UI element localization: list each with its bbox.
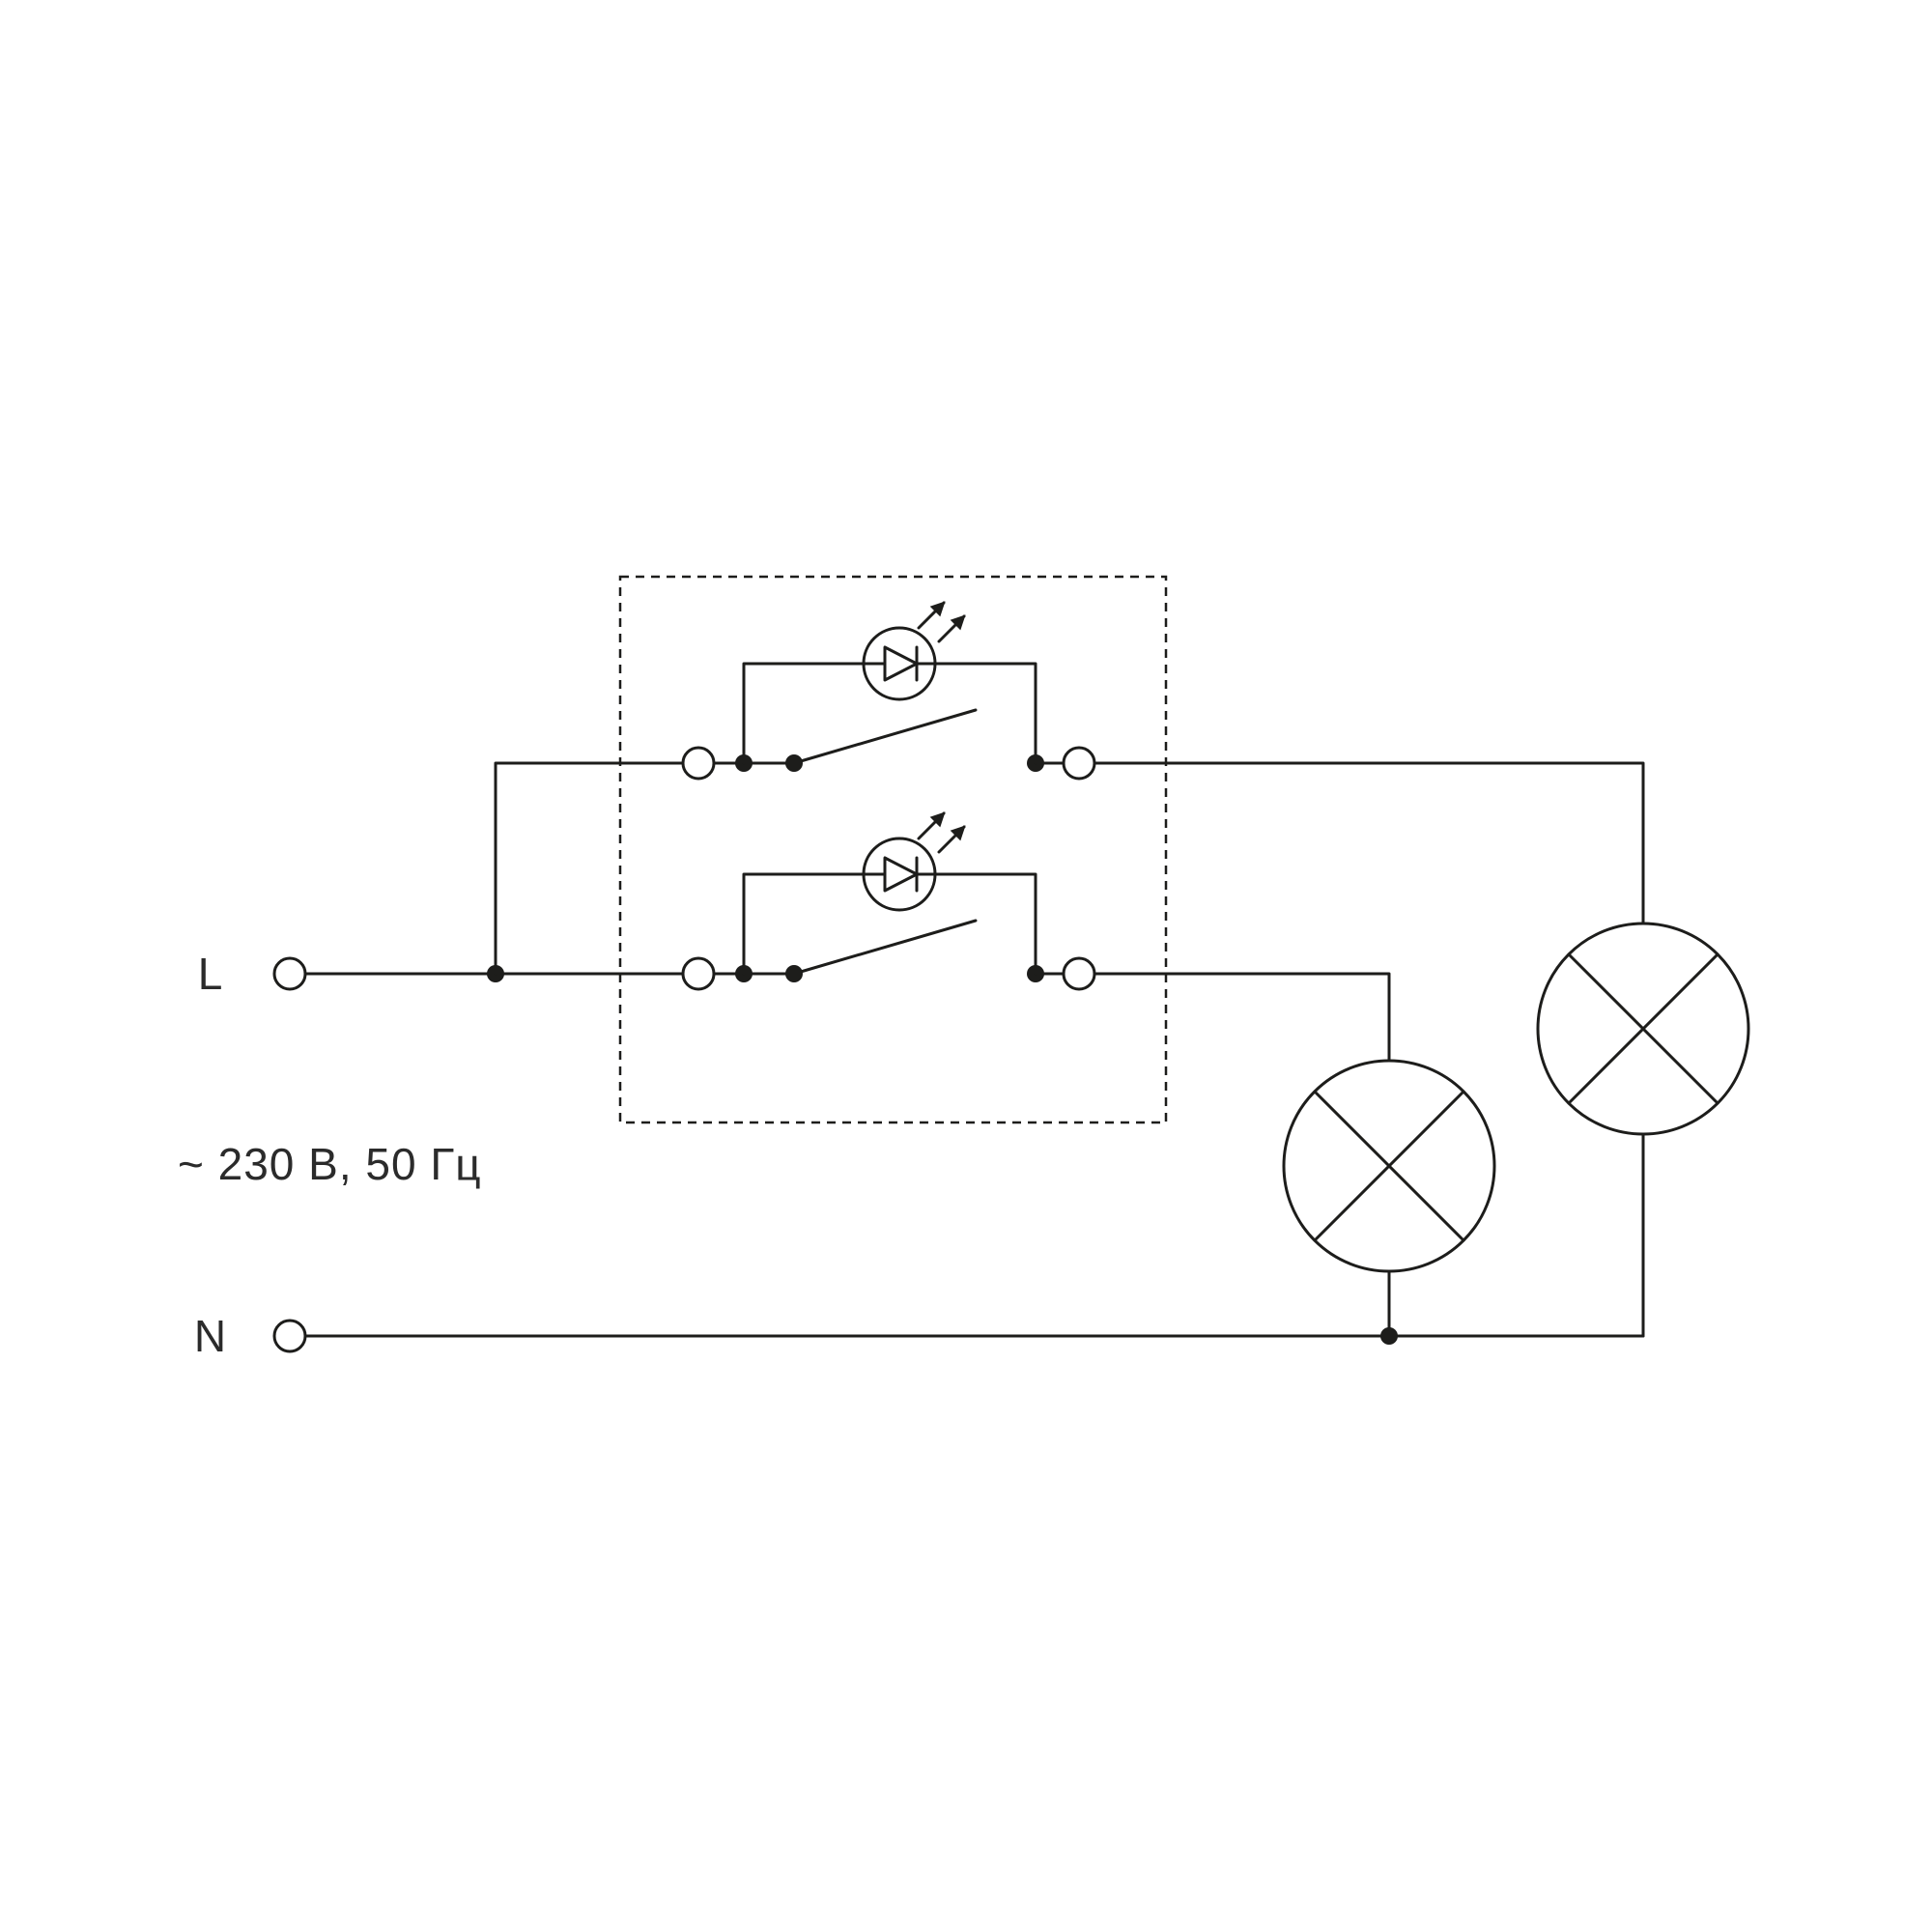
switch-unit-outline xyxy=(618,575,1168,1124)
line-label: L xyxy=(198,949,224,999)
line-branch-wire xyxy=(494,761,685,976)
neutral-label: N xyxy=(194,1311,227,1361)
rating-label: ~ 230 В, 50 Гц xyxy=(178,1139,482,1189)
line-terminal xyxy=(272,956,307,991)
neutral-junction-dot xyxy=(1380,1327,1398,1345)
lamp-cross-icon xyxy=(1313,1090,1465,1242)
lamp-cross-icon xyxy=(1567,952,1719,1105)
lamp-2 xyxy=(1536,922,1750,1136)
lamp-1-feed-wire xyxy=(1093,972,1391,1063)
lamp-2-feed-wire xyxy=(1093,761,1645,925)
neutral-terminal xyxy=(272,1319,307,1353)
switch-gang-1 xyxy=(683,603,1094,779)
switch-gang-2 xyxy=(683,813,1094,989)
lamp-1 xyxy=(1282,1059,1496,1273)
